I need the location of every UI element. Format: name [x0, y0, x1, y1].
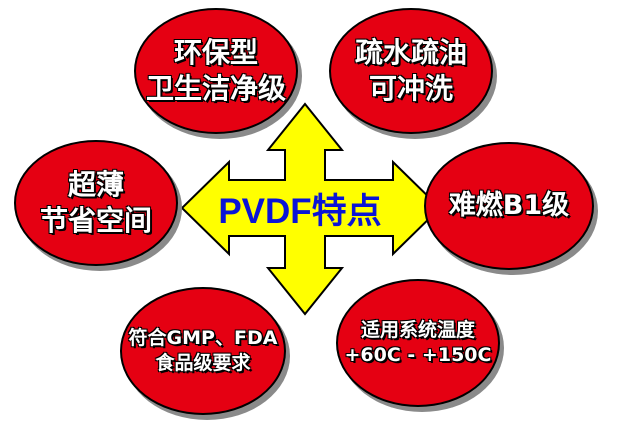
feature-label-gmp-fda: 符合GMP、FDA 食品级要求 — [128, 327, 278, 374]
feature-bubble-flame-retardant: 难燃B1级 — [424, 142, 594, 270]
feature-label-flame-retardant: 难燃B1级 — [448, 190, 570, 222]
feature-label-hygienic: 环保型 卫生洁净级 — [145, 35, 286, 105]
feature-bubble-temperature: 适用系统温度 +60C - +150C — [336, 279, 500, 407]
feature-label-hydrophobic: 疏水疏油 可冲洗 — [354, 35, 467, 105]
feature-label-temperature: 适用系统温度 +60C - +150C — [344, 319, 492, 366]
four-way-arrow — [180, 102, 442, 316]
feature-bubble-hydrophobic: 疏水疏油 可冲洗 — [329, 8, 493, 134]
feature-bubble-gmp-fda: 符合GMP、FDA 食品级要求 — [120, 287, 286, 415]
feature-label-thin: 超薄 节省空间 — [39, 167, 152, 237]
feature-bubble-thin: 超薄 节省空间 — [14, 140, 178, 266]
feature-bubble-hygienic: 环保型 卫生洁净级 — [134, 8, 298, 134]
center-title: PVDF特点 — [218, 191, 382, 231]
